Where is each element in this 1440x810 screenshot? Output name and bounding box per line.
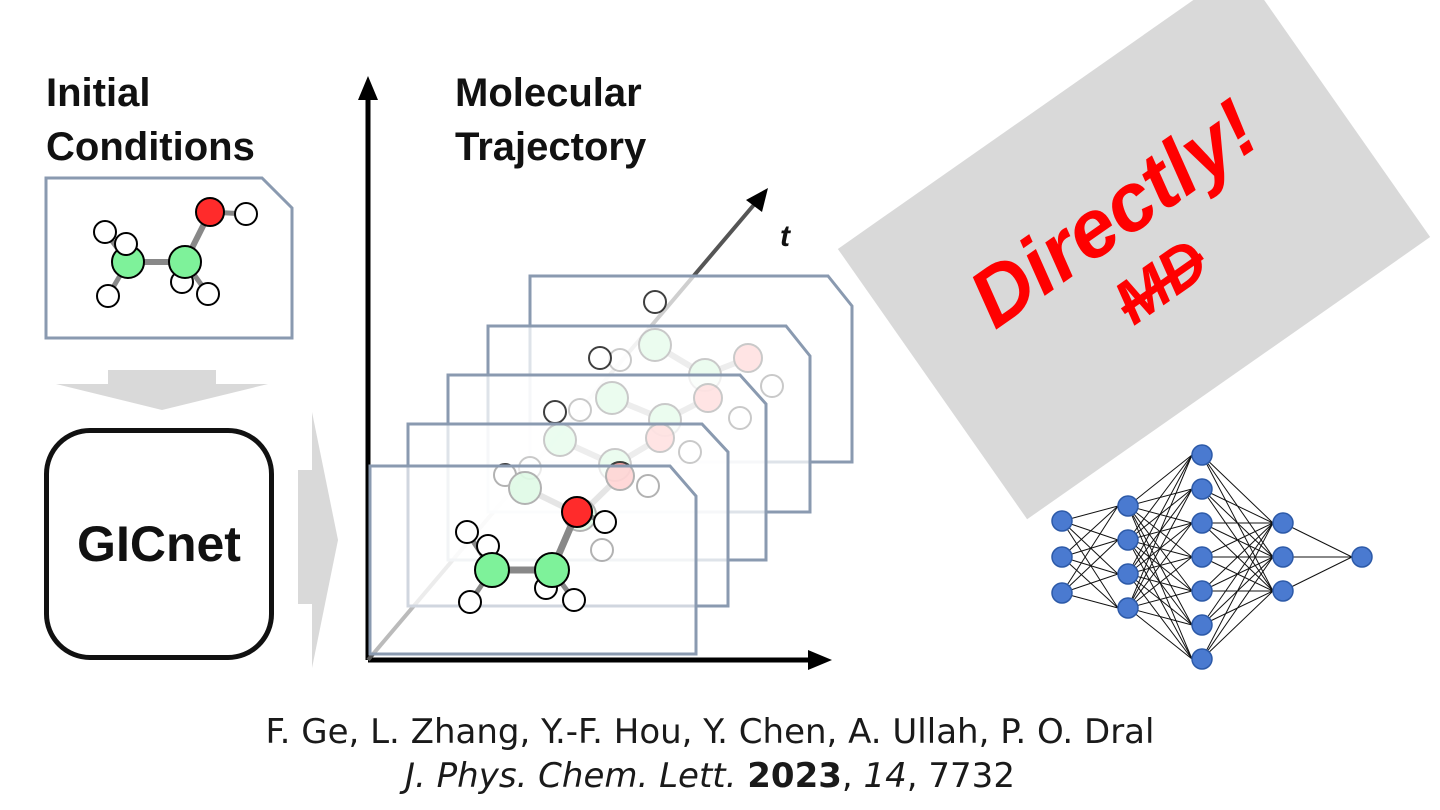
nn-connection [1061, 539, 1119, 594]
atom-hydrogen [593, 510, 617, 534]
heading-line: Molecular [455, 71, 642, 115]
nn-connection [1201, 488, 1274, 524]
nn-connection [1127, 454, 1193, 609]
atom-hydrogen [562, 588, 586, 612]
atom-carbon [534, 552, 570, 588]
nn-connection [1127, 454, 1193, 507]
initial-conditions-heading: Initial Conditions [46, 66, 255, 174]
nn-node [1191, 444, 1213, 466]
nn-connection [1282, 522, 1353, 558]
nn-node [1117, 597, 1139, 619]
atom-hydrogen [93, 220, 117, 244]
nn-node [1051, 582, 1073, 604]
molecular-trajectory-heading: Molecular Trajectory [455, 66, 646, 174]
citation-page: 7732 [928, 756, 1015, 796]
atom-hydrogen [458, 590, 482, 614]
right-arrow [298, 412, 338, 668]
nn-connection [1127, 556, 1193, 609]
nn-connection [1127, 488, 1193, 609]
nn-node [1272, 580, 1294, 602]
nn-node [1191, 546, 1213, 568]
nn-connection [1127, 607, 1193, 626]
nn-node [1272, 546, 1294, 568]
citation-volume: 14 [863, 756, 907, 796]
nn-node [1191, 478, 1213, 500]
citation-journal: J. Phys. Chem. Lett. [405, 756, 737, 796]
nn-node [1191, 512, 1213, 534]
nn-node [1191, 648, 1213, 670]
nn-connection [1061, 505, 1119, 594]
frame-1 [368, 464, 698, 656]
nn-connection [1127, 454, 1193, 575]
nn-node [1117, 529, 1139, 551]
trajectory-frames [368, 274, 854, 656]
down-arrow [56, 370, 268, 410]
nn-connection [1061, 505, 1119, 558]
nn-connection [1201, 590, 1274, 660]
nn-connection [1061, 520, 1119, 575]
nn-node [1272, 512, 1294, 534]
atom-hydrogen [96, 284, 120, 308]
nn-connection [1201, 522, 1274, 626]
nn-connection [1127, 454, 1193, 541]
initial-molecule [93, 197, 258, 308]
nn-connection [1201, 556, 1274, 660]
nn-connection [1201, 522, 1274, 558]
nn-connection [1061, 556, 1119, 609]
nn-connection [1201, 454, 1274, 524]
nn-connection [1061, 520, 1119, 609]
atom-carbon [168, 245, 202, 279]
citation-year: 2023 [747, 756, 842, 796]
heading-line: Trajectory [455, 125, 647, 169]
nn-node [1191, 614, 1213, 636]
time-axis-label: t [780, 220, 792, 253]
gicnet-model-box [44, 428, 274, 660]
nn-connection [1282, 556, 1353, 592]
nn-node [1051, 546, 1073, 568]
atom-hydrogen [455, 520, 479, 544]
heading-line: Conditions [46, 125, 255, 169]
front-molecule [455, 496, 617, 614]
heading-line: Initial [46, 71, 151, 115]
atom-hydrogen [234, 202, 258, 226]
citation: F. Ge, L. Zhang, Y.-F. Hou, Y. Chen, A. … [0, 710, 1420, 798]
nn-connection [1127, 522, 1193, 609]
atom-hydrogen [196, 282, 220, 306]
nn-connection [1201, 522, 1274, 660]
gicnet-label: GICnet [77, 516, 241, 572]
atom-carbon [474, 552, 510, 588]
nn-node [1117, 495, 1139, 517]
atom-oxygen [561, 496, 593, 528]
nn-connection [1127, 607, 1193, 660]
atom-oxygen [195, 197, 225, 227]
nn-node [1051, 510, 1073, 532]
citation-authors: F. Ge, L. Zhang, Y.-F. Hou, Y. Chen, A. … [265, 712, 1155, 752]
nn-node [1191, 580, 1213, 602]
nn-connection [1201, 522, 1274, 592]
nn-node [1117, 563, 1139, 585]
neural-network [1051, 444, 1373, 670]
atom-hydrogen [114, 232, 138, 256]
nn-connection [1127, 590, 1193, 609]
nn-node [1351, 546, 1373, 568]
citation-reference: J. Phys. Chem. Lett. 2023, 14, 7732 [405, 756, 1015, 796]
